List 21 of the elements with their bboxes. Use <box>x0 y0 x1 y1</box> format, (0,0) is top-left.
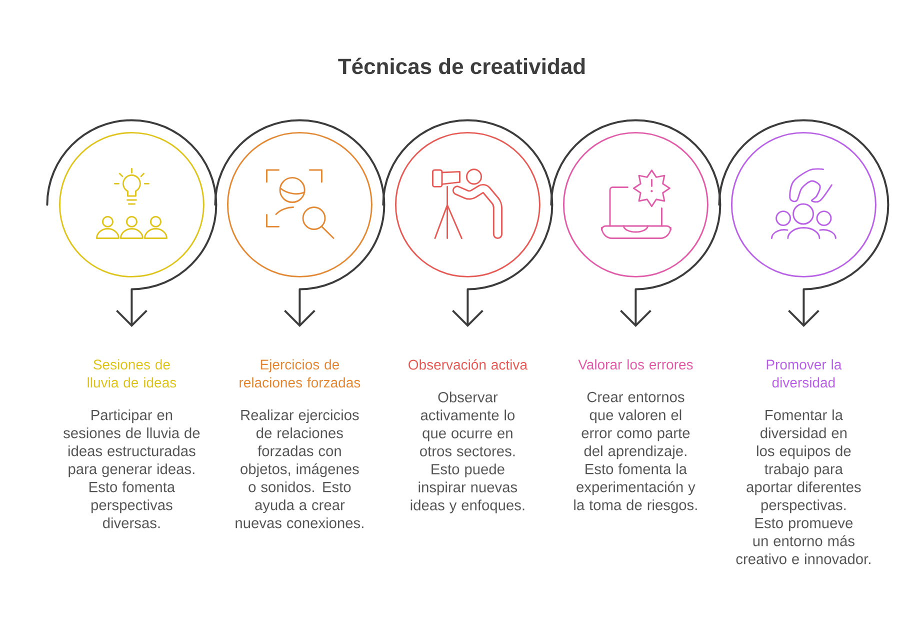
heading: Promover la diversidad <box>766 359 842 388</box>
circle <box>562 132 708 278</box>
heading: Observación activa <box>408 359 528 370</box>
body-text: Realizar ejercicios de relaciones forzadas con objetos, imágenes o sonidos. Esto ayuda a crear nuevas conexiones. <box>236 409 364 528</box>
body-text: Observar activamente lo que ocurre en otros sectores. Esto puede inspirar nuevas ideas y enfoques. <box>410 392 524 514</box>
arrow <box>550 119 722 327</box>
body-text: Crear entornos que valoren el error como parte del aprendizaje. Esto fomenta la experimentación y la toma de riesgos. <box>574 392 697 514</box>
arrow <box>214 119 386 327</box>
title: Técnicas de creatividad <box>338 58 585 74</box>
arrow <box>46 119 218 327</box>
heading: Valorar los errores <box>578 359 693 370</box>
circle <box>394 132 540 278</box>
body-text: Participar en sesiones de lluvia de ideas estructuradas para generar ideas. Esto fomenta perspectivas diversas. <box>64 409 200 528</box>
circle <box>226 132 372 278</box>
arrow <box>718 119 890 327</box>
heading: Sesiones de lluvia de ideas <box>88 359 176 388</box>
body-text: Fomentar la diversidad en los equipos de trabajo para aportar diferentes perspectivas. Esto promueve un entorno más creativo e innovador. <box>736 409 870 564</box>
heading: Ejercicios de relaciones forzadas <box>240 359 360 388</box>
circle <box>730 132 876 278</box>
circle <box>58 132 204 278</box>
arrow <box>382 119 554 327</box>
